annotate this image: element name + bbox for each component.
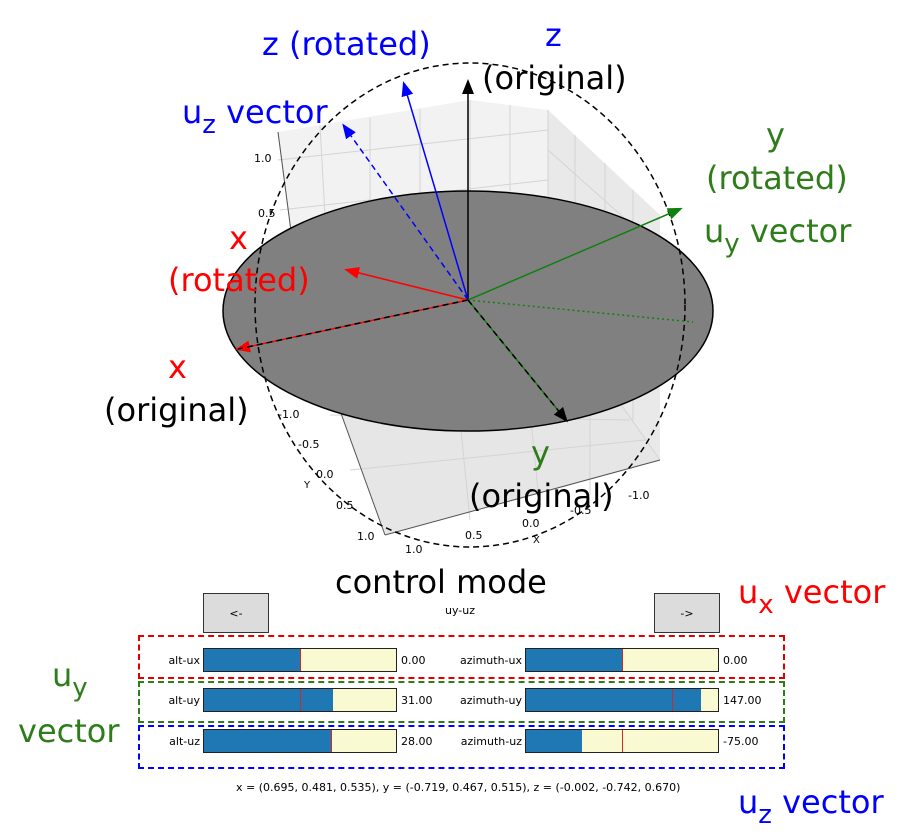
ux-side-sub: x: [758, 590, 774, 620]
slider-label-alt-uy: alt-uy: [168, 694, 200, 707]
uy-vector-label: uy vector: [704, 214, 851, 261]
x-original-label-text: (original): [104, 391, 249, 429]
y-original-arrow-overlay: [467, 299, 567, 421]
y-tick-labels: -1.0 -0.5 0.0 0.5 1.0 Y: [278, 408, 375, 543]
uz-vector-label-sub: z: [202, 110, 216, 140]
next-mode-button[interactable]: ->: [654, 593, 720, 633]
x-original-arrow-overlay: [237, 299, 469, 350]
slider-initial-marker: [671, 689, 673, 711]
slider-fill: [526, 730, 582, 752]
uy-side-u: u: [52, 656, 73, 694]
uy-side-sub: y: [72, 673, 88, 703]
y-axis-label: Y: [303, 480, 311, 491]
ux-side-rest: vector: [773, 573, 886, 611]
uy-vector-label-u: u: [704, 212, 725, 250]
ux-vector-side-label: ux vector: [738, 575, 885, 622]
uy-vector-label-rest: vector: [739, 212, 852, 250]
slider-value-azimuth-ux: 0.00: [723, 654, 748, 667]
x-tick-label: -0.5: [570, 504, 591, 517]
slider-initial-marker: [300, 689, 301, 711]
x-rotated-arrow: [344, 267, 469, 301]
uz-vector-label-u: u: [182, 93, 203, 131]
z-rotated-arrow: [401, 81, 469, 301]
ux-side-u: u: [738, 573, 759, 611]
slider-fill: [204, 649, 300, 671]
uz-vector-arrow: [342, 123, 469, 301]
z-original-label-z: z: [545, 16, 562, 54]
slider-fill: [526, 649, 622, 671]
slider-azimuth-ux[interactable]: [525, 648, 719, 672]
slider-label-azimuth-ux: azimuth-ux: [460, 654, 522, 667]
uy-vector-side-label-text: vector: [18, 712, 120, 750]
y-original-label-y: y: [531, 434, 550, 472]
slider-alt-uy[interactable]: [203, 688, 397, 712]
slider-fill: [204, 730, 331, 752]
y-tick-label: -0.5: [298, 438, 319, 451]
x-tick-label: 0.5: [465, 529, 483, 542]
prev-mode-button[interactable]: <-: [203, 593, 269, 633]
x-tick-label: 0.0: [522, 517, 540, 530]
x-axis-label: X: [533, 535, 540, 546]
uy-sliders-group: [138, 681, 785, 723]
slider-fill: [204, 689, 333, 711]
uz-vector-side-label: uz vector: [738, 785, 884, 832]
y-tick-label: 1.0: [357, 530, 375, 543]
mode-label: uy-uz: [444, 604, 475, 617]
slider-alt-ux[interactable]: [203, 648, 397, 672]
slider-label-alt-uz: alt-uz: [169, 735, 200, 748]
plot-3d: 1.0 0.5 Z -1.0 -0.5 0.0 0.5 1.0 Y 1.0 0.…: [222, 62, 714, 556]
slider-initial-marker: [622, 730, 623, 752]
z-tick-labels: 1.0 0.5 Z: [254, 152, 277, 261]
z-tick-label: 0.5: [258, 207, 276, 220]
z-tick-label: 1.0: [254, 152, 272, 165]
slider-label-alt-ux: alt-ux: [168, 654, 200, 667]
slider-azimuth-uy[interactable]: [525, 688, 719, 712]
y-original-label-text: (original): [469, 477, 614, 515]
x-rotated-label-x: x: [229, 219, 248, 257]
z-original-label-text: (original): [482, 59, 627, 97]
uz-side-rest: vector: [771, 783, 884, 821]
x-original-label-x: x: [168, 348, 187, 386]
y-tick-label: 0.0: [316, 468, 334, 481]
x-rotated-label-text: (rotated): [168, 261, 310, 299]
slider-value-alt-uy: 31.00: [401, 694, 433, 707]
slider-initial-marker: [300, 649, 301, 671]
slider-label-azimuth-uy: azimuth-uy: [460, 694, 522, 707]
control-mode-title: control mode: [335, 563, 547, 601]
uy-vector-side-label-u: uy: [52, 658, 88, 705]
uz-sliders-group: [138, 725, 785, 769]
uz-vector-label: uz vector: [182, 95, 328, 142]
slider-label-azimuth-uz: azimuth-uz: [460, 735, 522, 748]
slider-fill: [526, 689, 701, 711]
uz-vector-label-rest: vector: [215, 93, 328, 131]
slider-alt-uz[interactable]: [203, 729, 397, 753]
vector-status-text: x = (0.695, 0.481, 0.535), y = (-0.719, …: [236, 781, 681, 794]
y-tick-label: 0.5: [336, 499, 354, 512]
x-tick-labels: 1.0 0.5 0.0 -0.5 -1.0 X: [405, 489, 649, 556]
slider-initial-marker: [330, 730, 332, 752]
uy-vector-label-sub: y: [724, 229, 740, 259]
uz-side-sub: z: [758, 800, 772, 830]
y-rotated-label-text: (rotated): [706, 159, 848, 197]
uz-side-u: u: [738, 783, 759, 821]
slider-value-azimuth-uz: -75.00: [723, 735, 759, 748]
slider-initial-marker: [622, 649, 623, 671]
rotation-circle: [254, 62, 686, 548]
z-rotated-label: z (rotated): [262, 25, 431, 63]
slider-value-alt-uz: 28.00: [401, 735, 433, 748]
x-tick-label: 1.0: [405, 543, 423, 556]
slider-value-azimuth-uy: 147.00: [723, 694, 762, 707]
ux-sliders-group: [138, 635, 785, 679]
y-rotated-arrow: [467, 207, 683, 301]
slider-value-alt-ux: 0.00: [401, 654, 426, 667]
y-rotated-label-y: y: [766, 116, 785, 154]
y-tick-label: -1.0: [278, 408, 299, 421]
slider-azimuth-uz[interactable]: [525, 729, 719, 753]
x-tick-label: -1.0: [628, 489, 649, 502]
